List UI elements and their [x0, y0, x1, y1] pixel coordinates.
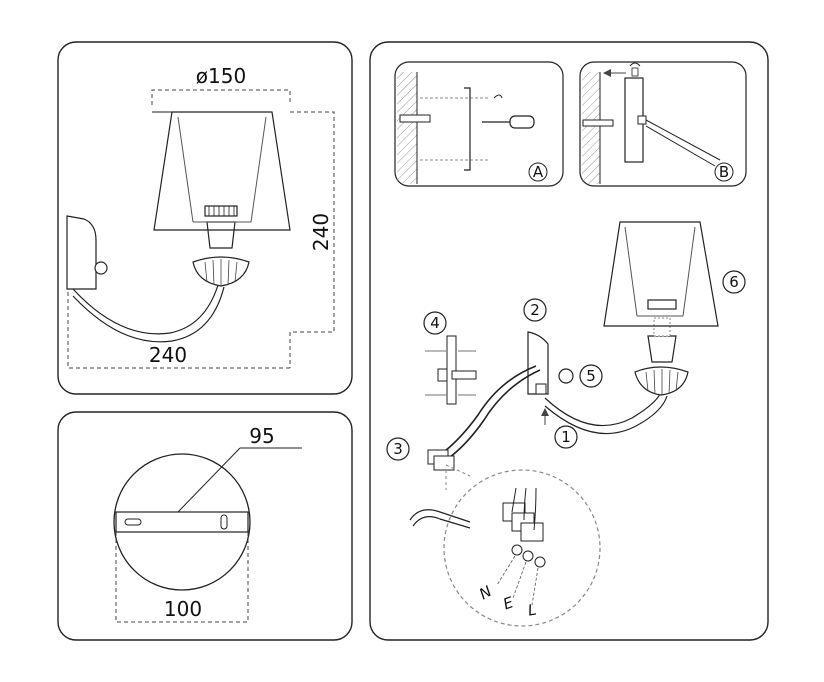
plate-thickness-label: 95 — [249, 424, 274, 448]
step-6-label: 6 — [729, 273, 739, 291]
step-badges: 4 2 5 1 3 6 — [386, 270, 746, 461]
neutral-wire-label: N — [476, 582, 495, 603]
step-5-label: 5 — [586, 367, 596, 385]
height-label: 240 — [309, 213, 333, 251]
wall-plate-panel: 95 100 — [57, 411, 353, 641]
side-view-panel: ø150 240 240 — [57, 41, 353, 395]
installation-panel: A B — [369, 41, 769, 641]
step-3-label: 3 — [393, 440, 403, 458]
plate-diameter-label: 100 — [164, 597, 202, 621]
step-4-label: 4 — [430, 314, 440, 332]
detail-b-box: B — [579, 61, 747, 187]
shade-diameter-label: ø150 — [196, 64, 246, 88]
detail-a-box: A — [394, 61, 564, 187]
step-2-label: 2 — [530, 301, 540, 319]
detail-b-label: B — [719, 163, 729, 181]
mounting-hardware — [425, 335, 477, 405]
depth-label: 240 — [149, 343, 187, 367]
wiring-drawing: N E L — [409, 365, 601, 627]
live-wire-label: L — [526, 600, 537, 619]
detail-a-label: A — [533, 163, 544, 181]
step-1-label: 1 — [561, 428, 571, 446]
fixture-drawing — [527, 221, 719, 435]
